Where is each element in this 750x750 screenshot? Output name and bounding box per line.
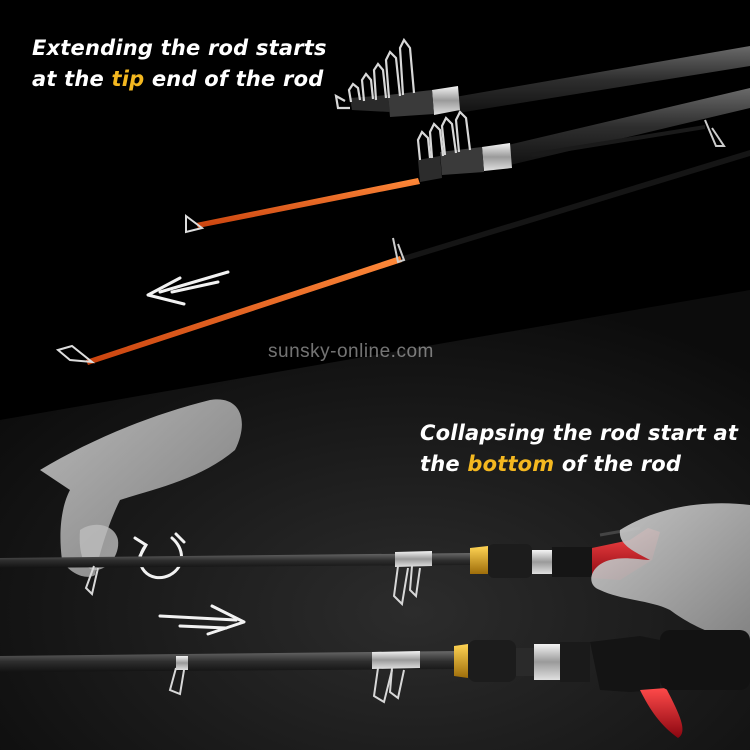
caption-collapsing: Collapsing the rod start at the bottom o… bbox=[420, 418, 738, 480]
caption-extending-line2: at the tip end of the rod bbox=[32, 67, 324, 91]
caption-collapsing-line1: Collapsing the rod start at bbox=[420, 421, 739, 445]
rod-upper-guides bbox=[334, 37, 416, 110]
collapse-arrow-icon bbox=[158, 604, 246, 636]
orange-tip-section bbox=[196, 178, 420, 228]
extend-arrow-icon bbox=[146, 270, 230, 306]
caption-highlight-bottom: bottom bbox=[467, 452, 555, 476]
rod-bottom-lower bbox=[0, 630, 750, 738]
caption-collapsing-line2: the bottom of the rod bbox=[420, 452, 682, 476]
caption-highlight-tip: tip bbox=[111, 67, 145, 91]
rod-middle-guides bbox=[416, 110, 472, 161]
orange-tip-long bbox=[86, 256, 402, 365]
rod-middle bbox=[185, 88, 750, 234]
rod-upper bbox=[334, 37, 750, 117]
textured-floor bbox=[0, 290, 750, 750]
caption-extending: Extending the rod starts at the tip end … bbox=[32, 33, 327, 95]
hand-right bbox=[591, 503, 750, 640]
caption-extending-line1: Extending the rod starts bbox=[32, 36, 327, 60]
rod-lower-tip bbox=[55, 150, 750, 365]
eva-grip bbox=[488, 544, 532, 578]
trigger-red bbox=[640, 688, 683, 738]
watermark: sunsky-online.com bbox=[268, 341, 434, 362]
